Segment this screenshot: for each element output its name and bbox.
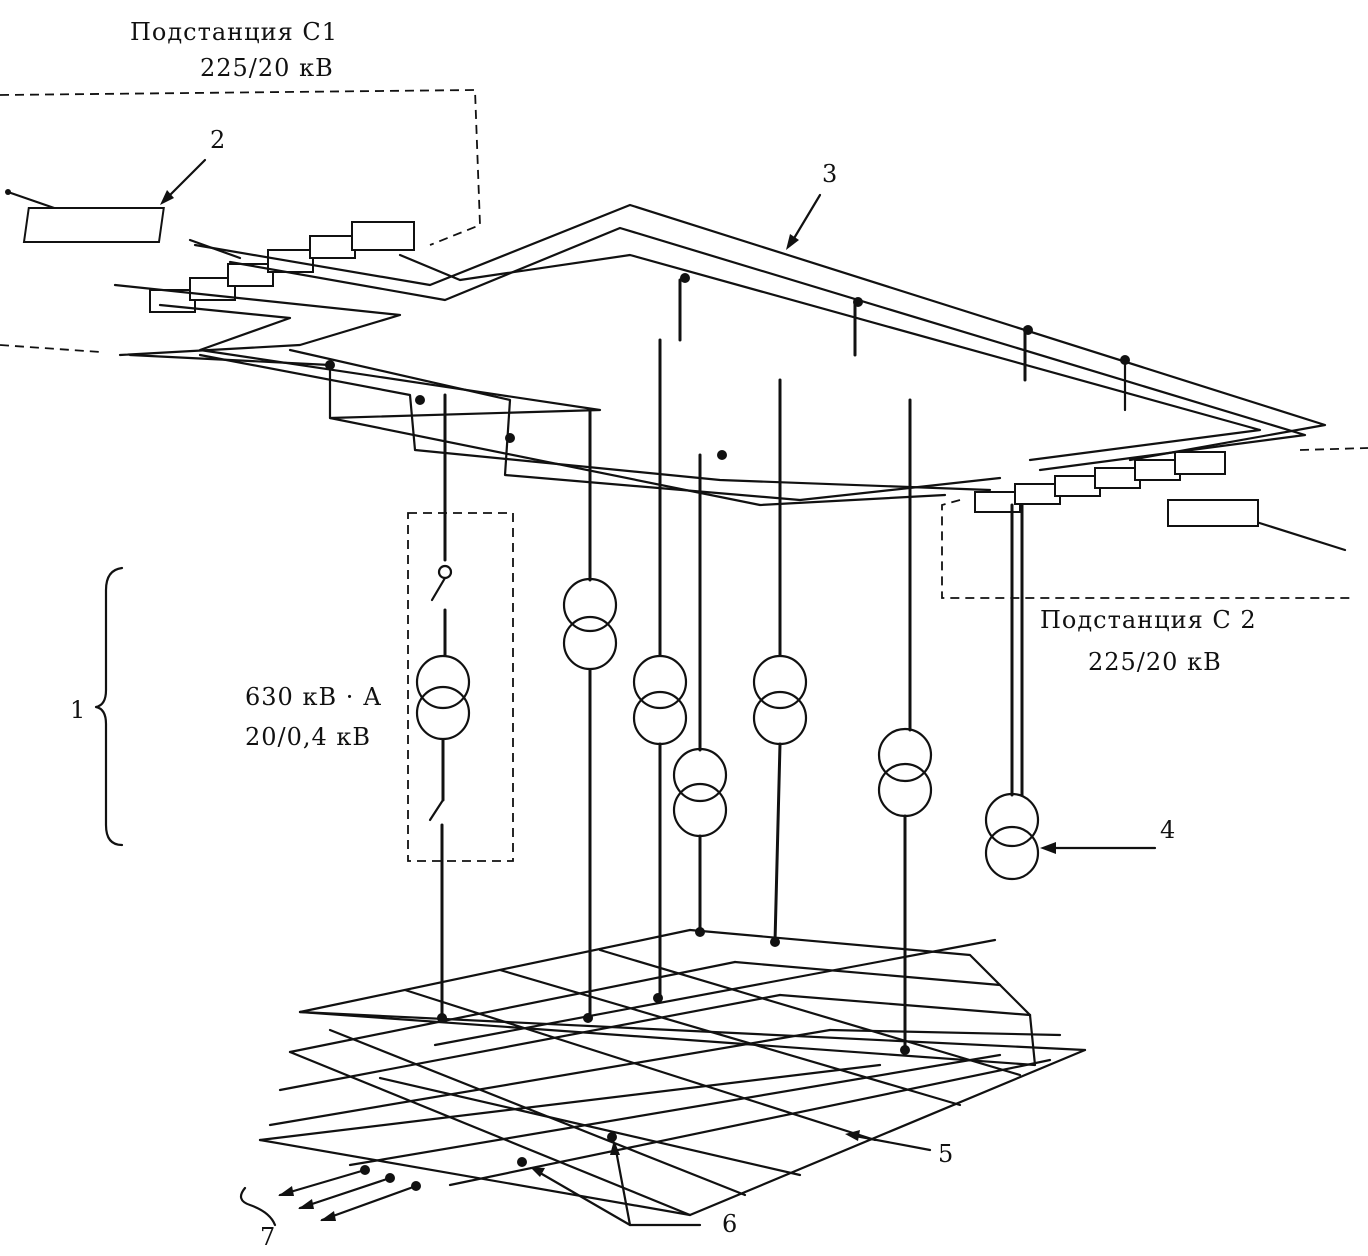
substation-c2-boundary (941, 447, 1368, 599)
substation-c2-name: Подстанция C 2 (1040, 606, 1257, 634)
callout-7: 7 (260, 1223, 275, 1251)
incoming-feeders (5, 189, 1347, 552)
substation-c1-name: Подстанция C1 (130, 18, 338, 46)
transformer-voltage-label: 20/0,4 кВ (245, 723, 371, 751)
transformer-unit-1 (407, 512, 514, 1020)
callout-leaders (160, 158, 1157, 1227)
switchgear-c1 (22, 207, 415, 313)
substation-c1-boundary (0, 89, 481, 353)
mv-ring-cables (113, 203, 1327, 507)
transformer-power-label: 630 кВ · А (245, 683, 382, 711)
callout-2: 2 (210, 126, 225, 154)
drop-lines (443, 278, 1127, 797)
callout-4: 4 (1160, 816, 1175, 844)
bracket-1 (94, 566, 124, 847)
transformer-4 (984, 792, 1040, 848)
callout-3: 3 (822, 160, 837, 188)
callout-1: 1 (70, 696, 85, 724)
callout-5: 5 (938, 1140, 953, 1168)
substation-c1-voltage: 225/20 кВ (200, 54, 334, 82)
ring-junctions (325, 273, 1130, 460)
switchgear-c2 (974, 451, 1259, 527)
transformers (562, 577, 1040, 1052)
callout-6: 6 (722, 1210, 737, 1238)
substation-c2-voltage: 225/20 кВ (1088, 648, 1222, 676)
mesh-nodes (360, 927, 910, 1191)
lv-mesh-grid (258, 928, 1087, 1217)
consumer-outputs (239, 1168, 418, 1227)
